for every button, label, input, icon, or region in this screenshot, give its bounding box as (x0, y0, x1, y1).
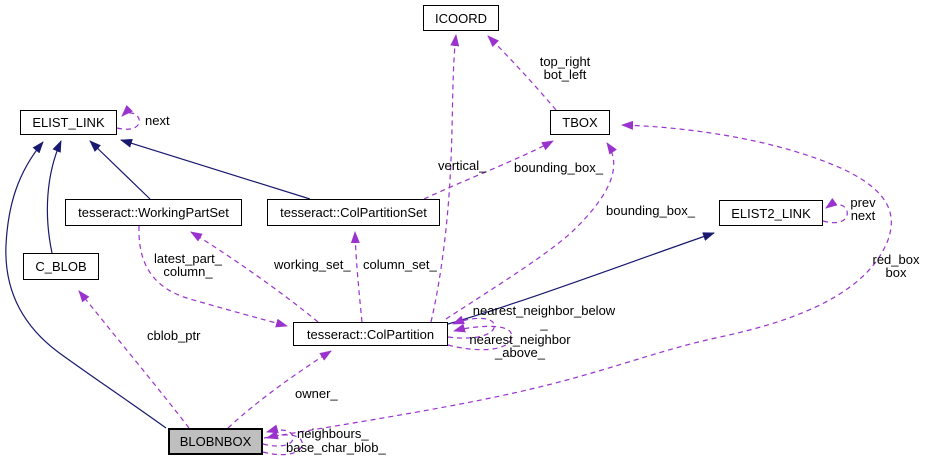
edge-label-workingset: working_set_ (274, 257, 351, 272)
node-icoord[interactable]: ICOORD (423, 5, 499, 31)
node-blobnbox[interactable]: BLOBNBOX (168, 428, 263, 455)
edge-blobnbox-to-cblob-cblobptr (78, 290, 190, 429)
edge-label-columnset: column_set_ (363, 257, 437, 272)
edge-label-cblobptr: cblob_ptr (147, 328, 201, 343)
edge-label-nearest-neighbor-above: nearest_neighbor _above_ (469, 332, 571, 360)
edge-colpartition-to-colpartitionset-columnset (350, 231, 363, 323)
edge-elistlink-self-next (116, 105, 140, 130)
edge-label-topright-botleft: top_right bot_left (539, 54, 591, 82)
edge-workingpartset-to-elistlink (89, 140, 151, 200)
edge-label-owner: owner_ (295, 386, 338, 401)
edge-colpartition-to-elist2link (447, 232, 715, 325)
edge-elist2link-self-prev-next (822, 197, 848, 224)
edge-cblob-to-elistlink (46, 140, 62, 254)
node-c-blob[interactable]: C_BLOB (23, 253, 99, 280)
edge-label-next: next (145, 113, 170, 128)
edge-workingpartset-to-colpartition-latestpart (138, 225, 288, 328)
edge-blobnbox-self-basecharblob (262, 430, 303, 456)
edge-label-redbox-box: red_box box (872, 252, 920, 280)
node-col-partition[interactable]: tesseract::ColPartition (293, 322, 448, 346)
edge-label-neighbours: neighbours_ (297, 426, 369, 441)
edge-label-boundingbox-lower: bounding_box_ (606, 203, 695, 218)
node-working-part-set[interactable]: tesseract::WorkingPartSet (65, 199, 242, 226)
edge-colpartition-self-nnabove (447, 323, 513, 351)
node-tbox[interactable]: TBOX (550, 110, 610, 135)
edge-label-nearest-neighbor-below: nearest_neighbor_below _ (472, 303, 616, 331)
node-elist2-link[interactable]: ELIST2_LINK (719, 200, 823, 226)
edge-label-boundingbox-upper: bounding_box_ (514, 160, 603, 175)
node-col-partition-set[interactable]: tesseract::ColPartitionSet (267, 199, 440, 226)
edge-blobnbox-to-tbox-redbox-box (263, 120, 892, 439)
edge-colpartition-to-icoord-vertical (430, 34, 460, 323)
edge-tbox-to-icoord (487, 35, 557, 111)
edge-label-prev-next: prev next (850, 195, 876, 223)
edge-colpartitionset-to-elistlink (120, 138, 311, 200)
edge-blobnbox-to-elistlink (5, 141, 167, 429)
edge-label-vertical: vertical_ (438, 158, 487, 173)
edge-label-basecharblob: base_char_blob_ (286, 440, 386, 455)
edge-label-latestpart-column: latest_part_ column_ (154, 251, 222, 279)
edge-colpartitionset-to-tbox-boundingbox (423, 140, 554, 200)
node-elist-link[interactable]: ELIST_LINK (20, 110, 117, 135)
edge-blobnbox-to-colpartition-owner (227, 350, 332, 429)
